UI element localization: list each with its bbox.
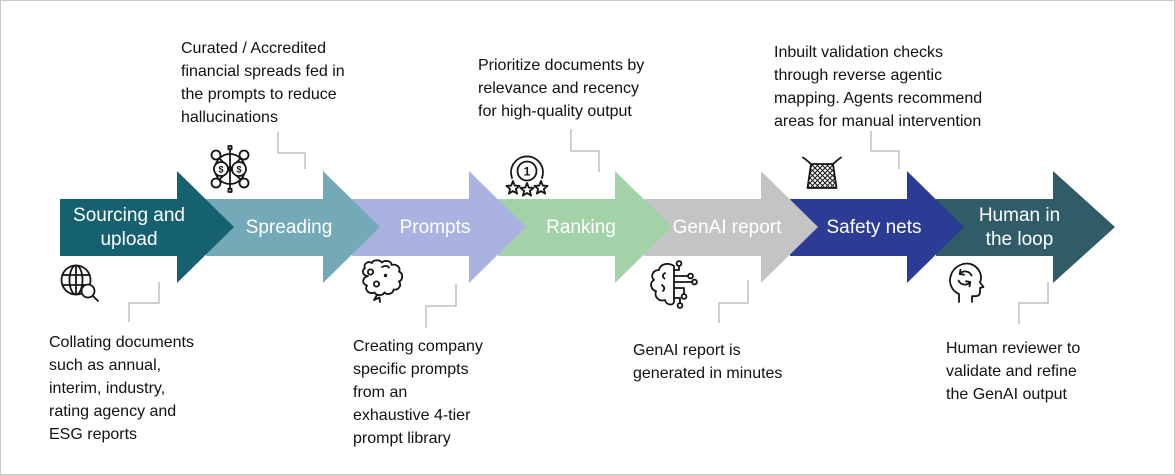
connector-human-note	[1018, 282, 1049, 324]
connector-lines	[128, 129, 1049, 328]
brain-icon	[355, 259, 411, 305]
connector-safety-nets-note	[870, 131, 900, 169]
brain-circuit-icon	[646, 260, 704, 310]
connector-spreading-note	[277, 132, 306, 169]
note-prompts: Creating company specific prompts from a…	[353, 338, 483, 447]
arrow-spreading	[206, 171, 380, 283]
safety-net-icon	[800, 153, 844, 195]
note-human-in-the-loop: Human reviewer to validate and refine th…	[946, 340, 1081, 403]
connector-ranking-note	[570, 129, 600, 172]
arrow-ranking	[498, 171, 672, 283]
note-safety-nets: Inbuilt validation checks through revers…	[774, 44, 983, 130]
connector-genai-note	[718, 280, 749, 323]
globe-search-icon	[57, 261, 105, 309]
svg-text:$: $	[218, 164, 223, 174]
note-spreading: Curated / Accredited financial spreads f…	[181, 40, 345, 126]
note-sourcing-upload: Collating documents such as annual, inte…	[49, 334, 194, 443]
connector-sourcing-note	[128, 282, 160, 322]
svg-text:$: $	[236, 164, 241, 174]
arrow-prompts	[352, 171, 526, 283]
arrow-genai-report	[644, 171, 818, 283]
head-refresh-icon	[944, 259, 988, 303]
note-ranking: Prioritize documents by relevance and re…	[478, 57, 645, 120]
connector-prompts-note	[425, 284, 457, 328]
currency-network-icon: $ $	[204, 141, 256, 197]
arrow-human-in-the-loop	[936, 171, 1115, 283]
svg-text:1: 1	[524, 165, 531, 179]
arrow-safety-nets	[790, 171, 964, 283]
note-genai-report: GenAI report is generated in minutes	[633, 342, 783, 382]
arrow-sourcing-upload	[60, 171, 234, 283]
first-place-medal-icon: 1	[501, 150, 553, 198]
